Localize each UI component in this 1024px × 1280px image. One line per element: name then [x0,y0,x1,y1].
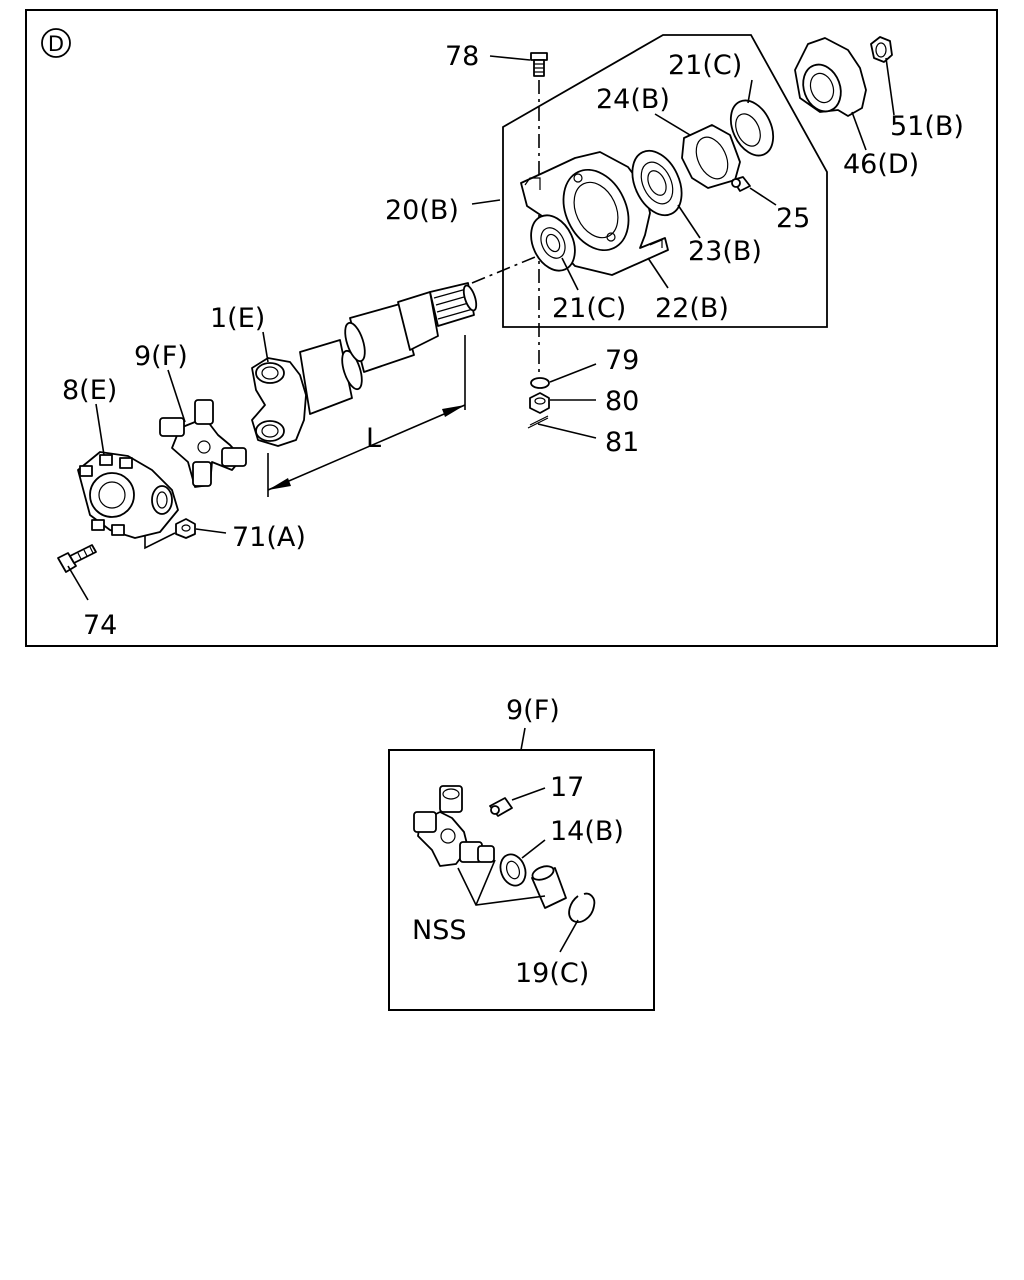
label-46d: 46(D) [843,149,919,180]
bolt-78-part [530,52,548,77]
label-21c-top: 21(C) [668,50,742,81]
universal-joint-9f-part [159,399,247,488]
seal-21c-lower-part [530,214,576,272]
slinger-24b-part [681,124,741,189]
spider-part [413,785,495,867]
detail-leader-lines [457,787,579,953]
seal-21c-upper-part [729,99,775,157]
label-20b: 20(B) [385,195,459,226]
label-14b: 14(B) [550,816,624,847]
grease-nipple-25-part [731,176,751,192]
cotter-pin-81-part [527,415,549,429]
label-8e: 8(E) [62,375,117,406]
detail-panel-title: 9(F) [506,695,560,726]
label-71a: 71(A) [232,522,306,553]
center-bearing-group-outline [502,34,828,328]
bearing-23b-part [631,149,683,217]
nut-71a-part [175,518,196,539]
dimension-l-label: L [366,423,381,454]
label-80: 80 [605,386,639,417]
seal-14b-part [499,853,527,887]
dimension-l [267,335,466,497]
label-21c-bottom: 21(C) [552,293,626,324]
snap-ring-19c-part [568,892,596,923]
nut-80-part [529,392,550,414]
section-marker-letter: D [48,32,64,56]
main-panel: D [25,9,998,647]
bolt-74-part [57,544,97,573]
label-51b: 51(B) [890,111,964,142]
detail-panel: 9(F) [388,695,655,1011]
nut-51b-part [870,36,893,63]
label-81: 81 [605,427,639,458]
label-23b: 23(B) [688,236,762,267]
label-24b: 24(B) [596,84,670,115]
label-9f: 9(F) [134,341,188,372]
label-79: 79 [605,345,639,376]
detail-panel-frame [388,749,655,1011]
label-22b: 22(B) [655,293,729,324]
grease-fitting-17-part [489,797,513,817]
label-25: 25 [776,203,810,234]
propeller-shaft-part [299,282,478,415]
label-78: 78 [445,41,479,72]
section-marker: D [41,28,71,58]
label-74: 74 [83,610,117,641]
companion-flange-46d-part [794,37,867,117]
label-19c: 19(C) [515,958,589,989]
label-1e: 1(E) [210,303,265,334]
shaft-axis-line [471,254,541,284]
bearing-cup-part [531,865,567,909]
flange-yoke-1e-part [251,357,307,447]
main-leader-lines [67,55,895,601]
label-nss: NSS [412,915,466,946]
main-panel-frame [25,9,998,647]
label-17: 17 [550,772,584,803]
flange-yoke-8e-part [77,451,179,539]
washer-79-part [530,377,550,389]
